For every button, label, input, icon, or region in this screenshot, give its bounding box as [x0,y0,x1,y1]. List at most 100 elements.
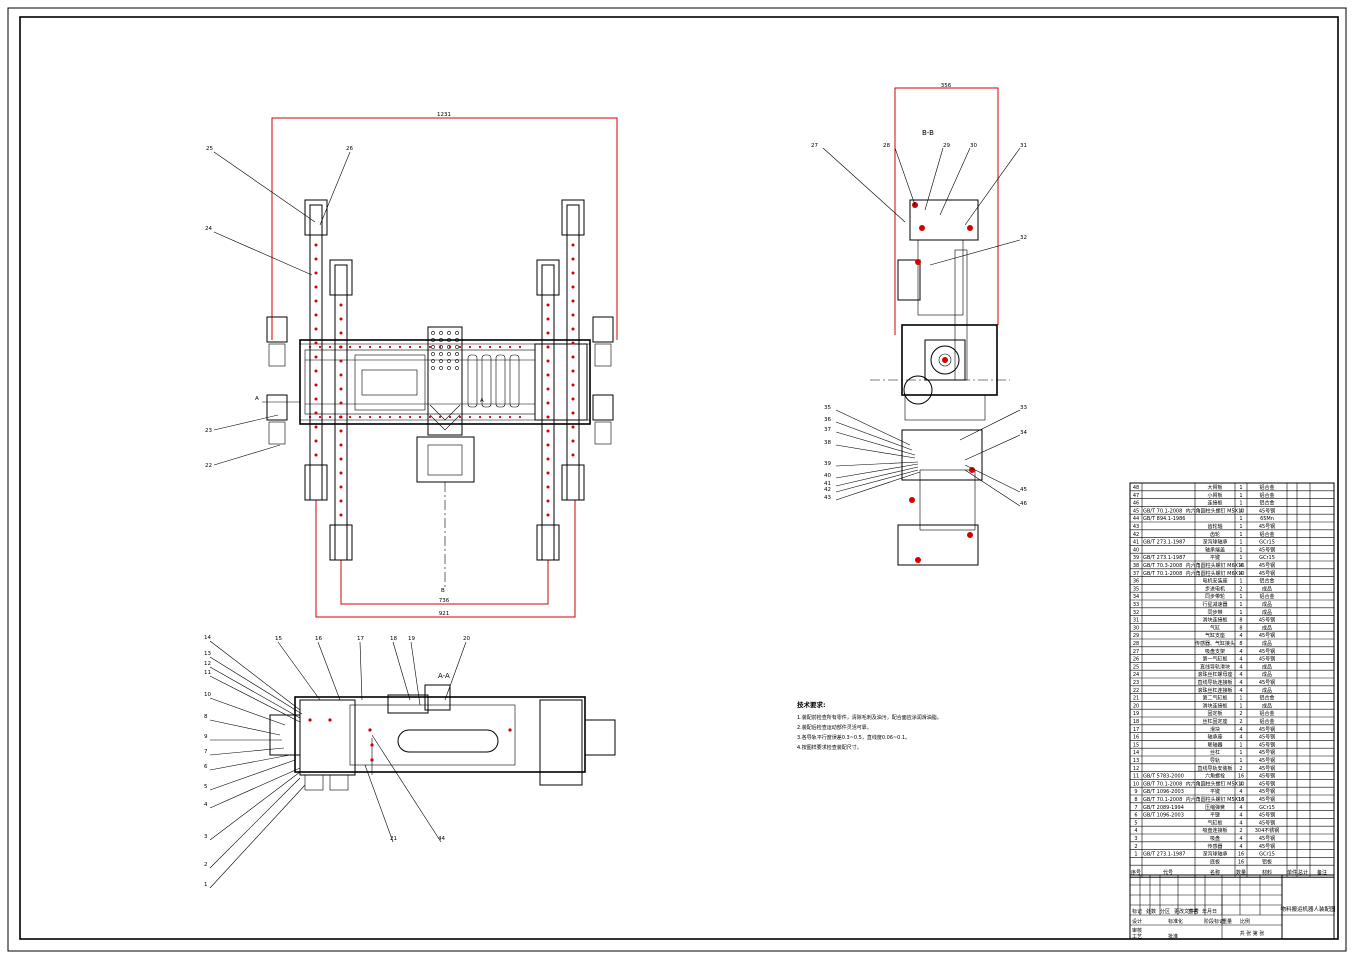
title-cell: 工艺 [1132,934,1142,940]
bom-cell: 45号钢 [1259,835,1275,842]
suction-head [536,524,560,561]
bom-cell: 4 [1239,649,1242,655]
bom-cell: GB/T 70.1-2008 [1143,508,1182,514]
bom-cell: 直线导轨滑块 [1200,663,1230,670]
bom-cell: 4 [1239,672,1242,678]
bom-cell: 2 [1239,586,1242,592]
bom-cell: 19 [1133,711,1139,717]
bom-cell: 1 [1239,696,1242,702]
lower-box [416,436,475,483]
bolt-dot [339,373,343,377]
bom-header-cell: 材料 [1262,869,1272,876]
bom-cell: 铝合金 [1259,531,1274,538]
bolt-dot [571,327,575,331]
bom-cell: 1 [1239,750,1242,756]
dim-envelope-736 [340,560,549,605]
bolt-dot [378,345,382,349]
bom-cell: 吸盘支架 [1205,648,1225,655]
marker-a-label: A [255,396,259,402]
bom-cell: 35 [1133,586,1139,592]
bom-cell: GB/T 70.3-2008 [1143,563,1182,569]
bom-cell: 8 [1239,641,1242,647]
bolt-dot [368,728,372,732]
bom-cell: 丝杠 [1210,749,1220,756]
bom-cell: 联轴器 [1207,741,1222,748]
bom-cell: 滑块连接板 [1202,617,1227,624]
bom-cell: 4 [1239,781,1242,787]
bom-cell: 31 [1133,618,1139,624]
balloon-27: 27 [811,143,818,149]
bom-cell: 4 [1239,657,1242,663]
bom-cell: 2 [1134,844,1137,850]
bom-cell: 45号钢 [1259,812,1275,819]
bom-cell: 丝杠固定座 [1202,718,1227,725]
bom-cell: GB/T 70.1-2008 [1143,781,1182,787]
balloon-5: 5 [204,784,208,790]
bolt-dot [967,225,973,231]
balloon-7: 7 [204,749,208,755]
bom-cell: 内六角圆柱头螺钉 M5X10 [1186,796,1245,803]
bom-cell: 齿轮 [1210,531,1220,538]
bolt-dot [339,443,343,447]
bom-cell: GB/T 1096-2003 [1143,789,1184,795]
bom-cell: 1 [1239,524,1242,530]
bolt-dot [418,415,422,419]
bom-cell: 深沟球轴承 [1202,851,1227,858]
bolt-dot [915,557,921,563]
bolt-dot [314,397,318,401]
outer-border [7,7,1347,952]
balloon-1: 1 [204,882,208,888]
bom-cell: 吸盘 [1210,835,1220,842]
bolt-dot [518,415,522,419]
balloon-18: 18 [390,636,397,642]
bom-cell: 铝合金 [1259,710,1274,717]
bolt-dot [508,345,512,349]
bolt-dot [468,415,472,419]
bom-cell: 成品 [1262,663,1272,670]
bom-cell: GCr15 [1259,805,1275,811]
marker-a-label-2: A [480,398,484,404]
bolt-dot [314,271,318,275]
bolt-dot [571,453,575,457]
bom-cell: 42 [1133,532,1139,538]
bolt-dot [571,425,575,429]
bolt-dot [498,415,502,419]
bom-cell: GCr15 [1259,555,1275,561]
bom-cell: 1 [1239,547,1242,553]
bolt-dot [339,331,343,335]
bolt-dot [546,429,550,433]
balloon-3: 3 [204,834,208,840]
title-block-name: 物料搬运机器人装配图 [1280,905,1336,913]
bom-cell: 气缸 [1210,624,1220,631]
bolt-dot [546,317,550,321]
bom-cell: 4 [1239,820,1242,826]
bom-cell: 48 [1133,485,1139,491]
bolt-dot [498,345,502,349]
bolt-dot [428,415,432,419]
bom-cell: 行星减速器 [1202,601,1227,608]
plate-hole [447,352,451,356]
bolt-dot [571,299,575,303]
side-gearbox [584,719,616,756]
bolt-dot [546,345,550,349]
center-plate [427,326,463,436]
bom-cell: 1 [1239,501,1242,507]
bb-lower-drive [901,429,983,481]
bom-cell: 45号钢 [1259,648,1275,655]
bom-cell: 29 [1133,633,1139,639]
bom-cell: 45号钢 [1259,741,1275,748]
balloon-20: 20 [463,636,470,642]
balloon-17: 17 [357,636,364,642]
bolt-dot [546,485,550,489]
bom-cell: 成品 [1262,609,1272,616]
bom-cell: 16 [1238,852,1244,858]
bom-cell: 1 [1239,485,1242,491]
plate-hole [431,352,435,356]
bom-cell: 传感器 [1207,843,1222,850]
